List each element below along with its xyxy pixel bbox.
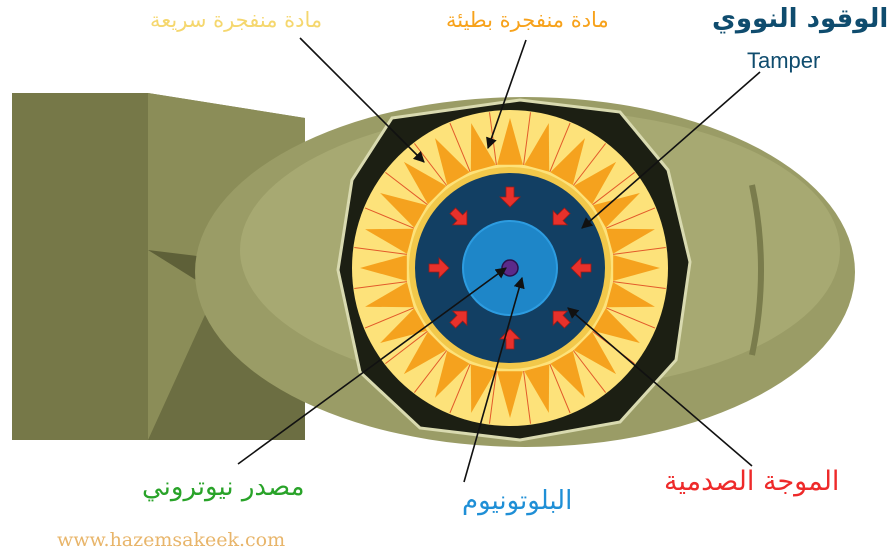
neutron-source [502,260,518,276]
label-plutonium: البلوتونيوم [462,488,572,514]
label-fast-explosive: مادة منفجرة سريعة [150,10,322,31]
label-nuclear-fuel: الوقود النووي [712,6,888,32]
label-slow-explosive: مادة منفجرة بطيئة [446,10,609,31]
tail-fin-face [12,93,148,440]
label-neutron-source: مصدر نيوتروني [142,474,305,500]
watermark-url: www.hazemsakeek.com [57,531,285,550]
label-tamper: Tamper [747,50,820,72]
label-shock-wave: الموجة الصدمية [664,468,839,495]
